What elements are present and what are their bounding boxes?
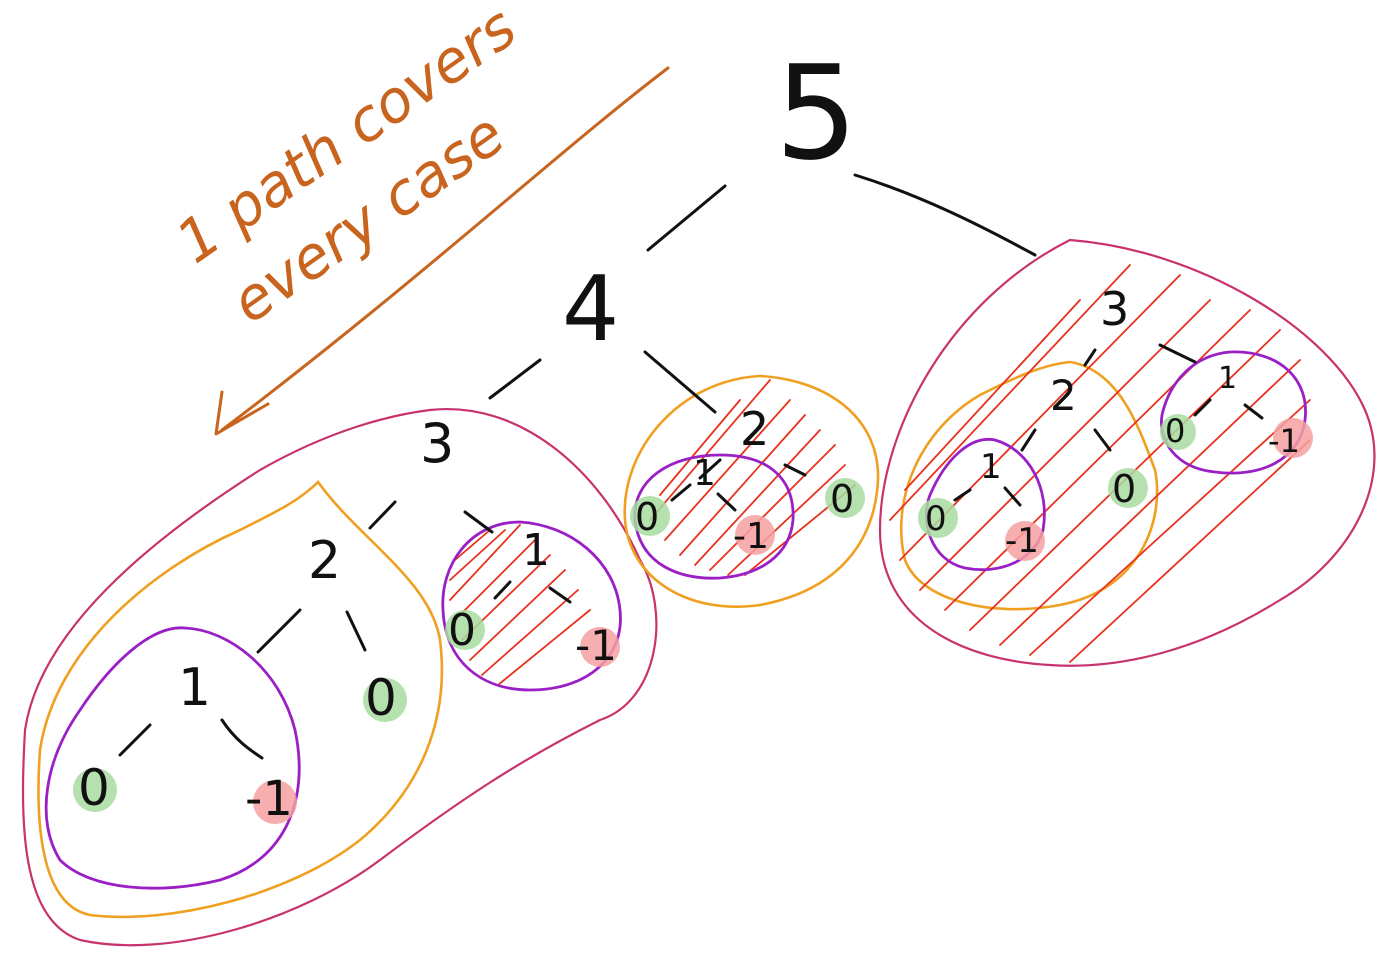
magenta-outlines <box>21 238 1376 947</box>
middle-node-2: 2 <box>740 402 769 456</box>
left-big-purple <box>44 626 301 890</box>
left-subtree-outline <box>21 407 658 947</box>
right-subtree-outline <box>878 238 1376 667</box>
middle-orange <box>623 374 880 608</box>
edge <box>853 173 1037 257</box>
edge <box>1083 348 1097 367</box>
edge <box>488 358 542 400</box>
edge <box>220 718 264 760</box>
annotation-arrow <box>220 66 670 432</box>
node-labels: 5 4 3 3 2 1 0 -1 0 1 0 -1 2 1 0 -1 0 2 1… <box>78 37 1300 827</box>
leaf-dots <box>73 414 1313 824</box>
left-leaf-0c: 0 <box>448 605 476 656</box>
edge <box>1158 343 1197 364</box>
edge <box>643 350 717 414</box>
orange-outlines <box>37 360 1159 919</box>
annotation: 1 path covers every case <box>164 0 670 436</box>
left-leaf-m1b: -1 <box>575 621 617 670</box>
red-dot <box>253 780 297 824</box>
left-node-3: 3 <box>420 412 454 475</box>
right-leaf-0b: 0 <box>1112 467 1136 511</box>
middle-purple <box>633 453 795 580</box>
green-dot <box>363 678 407 722</box>
edge <box>118 723 152 757</box>
edge <box>548 586 572 604</box>
edge <box>368 500 397 530</box>
left-inner-orange <box>37 480 444 919</box>
right-leaf-0a: 0 <box>925 499 947 539</box>
edge <box>953 488 972 502</box>
red-hatching <box>449 264 1311 686</box>
edge <box>1093 428 1112 452</box>
red-dot <box>1273 418 1313 458</box>
hatch-left-small <box>449 524 591 686</box>
edge <box>698 458 722 480</box>
edge <box>1020 428 1037 452</box>
green-dot <box>1160 414 1196 450</box>
annotation-arrow-head <box>214 390 270 436</box>
edge <box>463 510 494 534</box>
edge <box>1003 486 1022 507</box>
right-left-purple <box>924 437 1046 572</box>
edge <box>1243 403 1264 420</box>
left-node-1b: 1 <box>522 525 550 576</box>
left-node-1a: 1 <box>178 658 211 718</box>
left-node-2: 2 <box>308 531 341 591</box>
node-3-right: 3 <box>1100 282 1129 336</box>
middle-leaf-0a: 0 <box>635 495 659 539</box>
hatch-middle <box>649 379 856 576</box>
red-dot <box>735 515 775 555</box>
edge <box>493 580 512 600</box>
edge <box>783 463 807 477</box>
right-leaf-m1a: -1 <box>1005 521 1039 561</box>
purple-outlines <box>44 350 1307 890</box>
red-dot <box>1005 521 1045 561</box>
right-node-2: 2 <box>1050 371 1077 420</box>
edge <box>646 184 727 252</box>
green-dot <box>73 768 117 812</box>
middle-leaf-m1: -1 <box>733 516 769 557</box>
green-dot <box>918 498 958 538</box>
red-dot <box>580 627 620 667</box>
left-leaf-m1a: -1 <box>245 771 293 827</box>
edge <box>670 483 692 502</box>
right-leaf-m1b: -1 <box>1268 422 1300 460</box>
right-node-1b: 1 <box>1218 361 1237 396</box>
edges <box>118 173 1264 760</box>
edge <box>716 492 737 512</box>
node-4: 4 <box>562 257 619 362</box>
node-root: 5 <box>775 37 858 189</box>
green-dot <box>630 496 670 536</box>
green-dot <box>825 478 865 518</box>
green-dot <box>1108 468 1148 508</box>
edge <box>345 610 367 652</box>
left-leaf-0b: 0 <box>365 669 397 727</box>
right-inner-orange <box>899 360 1159 611</box>
middle-leaf-0b: 0 <box>830 477 854 521</box>
right-right-purple <box>1160 350 1307 475</box>
middle-node-1: 1 <box>693 453 716 494</box>
left-leaf-0a: 0 <box>78 759 110 817</box>
edge <box>256 608 302 654</box>
right-leaf-0c: 0 <box>1165 412 1185 450</box>
green-dot <box>445 610 485 650</box>
left-small-purple <box>441 520 622 692</box>
right-node-1a: 1 <box>980 447 1002 487</box>
edge <box>1193 398 1212 417</box>
